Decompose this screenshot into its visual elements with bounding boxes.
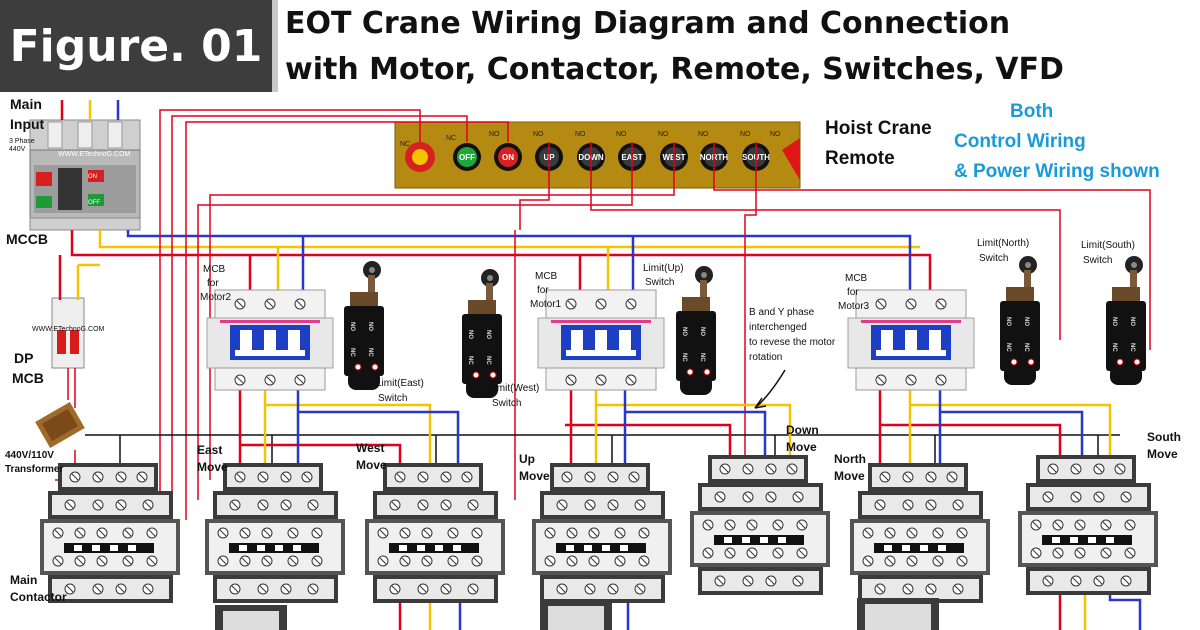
main-input-label-2: Input: [10, 116, 45, 132]
limit-south-label-1: Limit(South): [1081, 240, 1135, 251]
main-contactor: [40, 463, 180, 603]
main-contactor-label-2: Contactor: [10, 590, 67, 604]
phase-note-line-1: B and Y phase: [749, 307, 815, 318]
mcb-motor2-label-2: for: [207, 278, 219, 289]
mccb-off-label: OFF: [88, 200, 100, 206]
mcb-motor1-label-1: MCB: [535, 271, 558, 282]
limit-west-label-1: Limit(West): [489, 383, 540, 394]
remote-label-1: Hoist Crane: [825, 118, 932, 139]
transformer-label-1: 440V/110V: [5, 450, 54, 461]
transformer-label-2: Transformer: [5, 464, 64, 475]
main-mccb: [29, 119, 141, 231]
remote-contact-label: NO: [616, 131, 627, 138]
main-contactor-label-1: Main: [10, 573, 38, 587]
watermark: WWW.ETechnoG.COM: [58, 151, 131, 158]
west-move-label-1: West: [356, 441, 385, 455]
down-move-label-1: Down: [786, 423, 819, 437]
limit-north-label-2: Switch: [979, 253, 1009, 264]
neutral-wires: [85, 434, 1120, 480]
remote-contact-label: NC: [446, 135, 456, 142]
remote-btn-off-label: OFF: [459, 153, 475, 162]
title-line-2: with Motor, Contactor, Remote, Switches,…: [285, 52, 1064, 87]
mcb-motor1-label-3: Motor1: [530, 299, 562, 310]
south-move-label-1: South: [1147, 430, 1181, 444]
remote-contact-label: NC: [400, 141, 410, 148]
mcb-motor3-label-2: for: [847, 287, 859, 298]
voltage-label: 440V: [9, 146, 26, 153]
figure-label: Figure. 01: [0, 0, 272, 92]
remote-btn-on-label: ON: [502, 153, 514, 162]
remote-contact-label: NO: [489, 131, 500, 138]
remote-contact-label: NO: [533, 131, 544, 138]
limit-up-label-1: Limit(Up): [643, 263, 684, 274]
up-move-label-1: Up: [519, 452, 535, 466]
dp-mcb-label-2: MCB: [12, 370, 44, 386]
limit-up-label-2: Switch: [645, 277, 675, 288]
limit-switch-north: [999, 255, 1041, 386]
phase-note-line-4: rotation: [749, 352, 783, 363]
mcb-motor3-label-1: MCB: [845, 273, 868, 284]
overload-relays: [215, 598, 939, 630]
note-line-3: & Power Wiring shown: [954, 161, 1160, 182]
remote-contact-label: NO: [698, 131, 709, 138]
phase-note-line-3: to revese the motor: [749, 337, 836, 348]
limit-switch-west: [461, 268, 503, 399]
dp-mcb-label-1: DP: [14, 350, 34, 366]
west-move-label-2: Move: [356, 458, 387, 472]
phase-note-line-2: interchenged: [749, 322, 807, 333]
mcb-motor2-label-3: Motor2: [200, 292, 232, 303]
limit-north-label-1: Limit(North): [977, 238, 1030, 249]
phase-label: 3 Phase: [9, 138, 35, 145]
limit-east-label-2: Switch: [378, 393, 408, 404]
remote-contact-label: NO: [658, 131, 669, 138]
limit-west-label-2: Switch: [492, 398, 522, 409]
mccb-on-label: ON: [88, 174, 97, 180]
mccb-label: MCCB: [6, 231, 48, 247]
watermark: WWW.ETechnoG.COM: [32, 326, 105, 333]
up-move-label-2: Move: [519, 469, 550, 483]
supply-wires: [58, 100, 932, 300]
down-move-label-2: Move: [786, 440, 817, 454]
mcb-motor2: [207, 290, 333, 390]
phase-note-arrow: [754, 369, 786, 409]
west-contactor: [365, 463, 505, 603]
title-line-1: EOT Crane Wiring Diagram and Connection: [285, 6, 1011, 41]
transformer: [35, 402, 85, 448]
remote-contact-label: NO: [770, 131, 781, 138]
remote-contact-label: NO: [575, 131, 586, 138]
mcb-motor1-label-2: for: [537, 285, 549, 296]
mcb-motor2-label-1: MCB: [203, 264, 226, 275]
limit-south-label-2: Switch: [1083, 255, 1113, 266]
south-move-label-2: Move: [1147, 447, 1178, 461]
note-line-2: Control Wiring: [954, 131, 1086, 152]
remote-label-2: Remote: [825, 148, 895, 169]
mcb-motor3-label-3: Motor3: [838, 301, 870, 312]
remote-contact-labels: NC NC NO NO NO NO NO NO NO NO: [400, 131, 781, 148]
limit-east-label-1: Limit(East): [376, 378, 424, 389]
main-input-label-1: Main: [10, 96, 42, 112]
north-contactor: [850, 463, 990, 603]
north-move-label-1: North: [834, 452, 866, 466]
down-contactor: [690, 455, 830, 595]
north-move-label-2: Move: [834, 469, 865, 483]
remote-contact-label: NO: [740, 131, 751, 138]
figure-label-divider: [272, 0, 278, 92]
east-contactor: [205, 463, 345, 603]
dp-mcb: [51, 297, 85, 369]
note-line-1: Both: [1010, 101, 1054, 122]
up-contactor: [532, 463, 672, 603]
limit-switch-east: [343, 260, 385, 391]
remote-btn-off[interactable]: OFF: [453, 143, 481, 171]
remote-btn-on[interactable]: ON: [494, 143, 522, 171]
limit-switch-up: [675, 265, 717, 396]
east-move-label-1: East: [197, 443, 223, 457]
south-contactor: [1018, 455, 1158, 595]
east-move-label-2: Move: [197, 460, 228, 474]
limit-switch-south: [1105, 255, 1147, 386]
